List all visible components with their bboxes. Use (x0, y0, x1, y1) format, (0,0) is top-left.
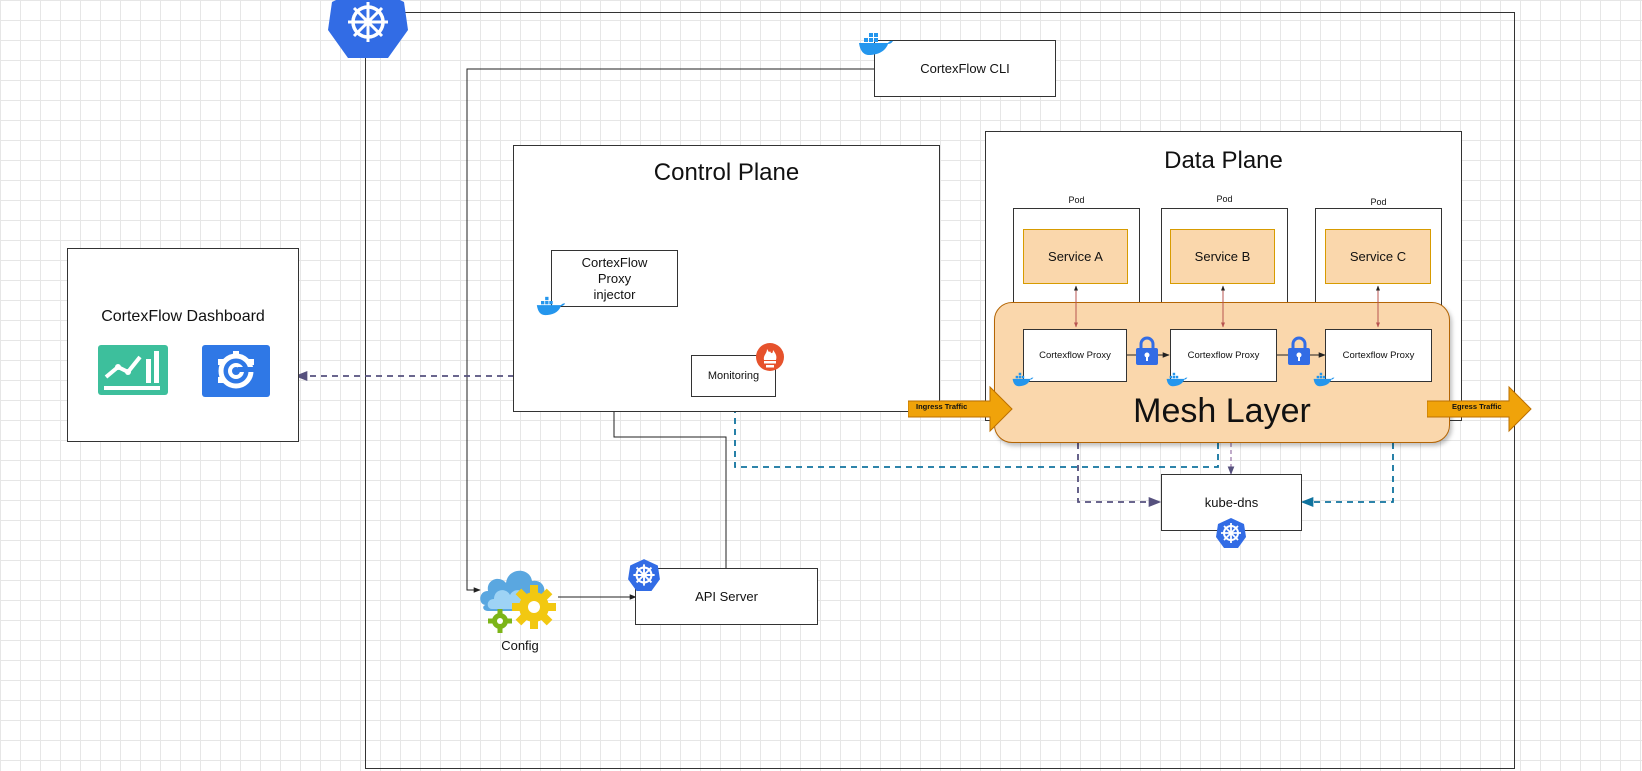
metrics-chart-icon (98, 345, 168, 395)
pod-c-label: Pod (1370, 197, 1387, 207)
service-c-label: Service C (1349, 249, 1407, 264)
config-label: Config (501, 638, 539, 653)
kube-dns-box[interactable]: kube-dns (1161, 474, 1302, 531)
docker-icon (1166, 372, 1188, 387)
docker-icon (536, 296, 566, 316)
kube-dns-label: kube-dns (1204, 495, 1259, 510)
ingress-label: Ingress Traffic (916, 402, 968, 411)
service-a[interactable]: Service A (1023, 229, 1128, 284)
dashboard-title: CortexFlow Dashboard (101, 308, 265, 325)
proxy-a[interactable]: Cortexflow Proxy (1023, 329, 1127, 382)
service-a-label: Service A (1048, 249, 1103, 264)
injector-line-3: injector (593, 287, 636, 302)
proxy-b[interactable]: Cortexflow Proxy (1170, 329, 1277, 382)
pod-b-label: Pod (1216, 194, 1233, 204)
kubernetes-icon (628, 559, 660, 591)
docker-icon (859, 33, 893, 55)
egress-arrow (1427, 385, 1532, 433)
monitoring-label: Monitoring (707, 370, 760, 382)
lock-icon (1288, 336, 1310, 365)
prometheus-icon (756, 343, 784, 371)
service-b[interactable]: Service B (1170, 229, 1275, 284)
cluster-frame (365, 12, 1515, 769)
proxy-c[interactable]: Cortexflow Proxy (1325, 329, 1432, 382)
egress-label: Egress Traffic (1452, 402, 1502, 411)
api-server-label: API Server (695, 589, 758, 604)
pod-a-label: Pod (1068, 195, 1085, 205)
lock-icon (1136, 336, 1158, 365)
cloud-gears-icon (480, 570, 556, 633)
mesh-layer-label: Mesh Layer (1133, 392, 1311, 430)
ingress-arrow (908, 385, 1013, 433)
service-c[interactable]: Service C (1325, 229, 1431, 284)
control-plane-title: Control Plane (653, 159, 800, 186)
cli-box[interactable]: CortexFlow CLI (874, 40, 1056, 97)
docker-icon (1313, 372, 1335, 387)
data-plane-title: Data Plane (1164, 147, 1283, 174)
proxy-b-label: Cortexflow Proxy (1187, 350, 1260, 361)
proxy-c-label: Cortexflow Proxy (1342, 350, 1415, 361)
service-b-label: Service B (1194, 249, 1251, 264)
injector-line-2: Proxy (597, 271, 632, 286)
grafana-icon (202, 345, 270, 397)
kubernetes-icon (328, 0, 408, 58)
proxy-a-label: Cortexflow Proxy (1039, 350, 1111, 361)
injector-line-1: CortexFlow (581, 255, 648, 270)
proxy-injector-box[interactable]: CortexFlow Proxy injector (551, 250, 678, 307)
kubernetes-icon (1216, 518, 1246, 548)
docker-icon (1012, 372, 1034, 387)
cli-label: CortexFlow CLI (920, 61, 1010, 76)
api-server-box[interactable]: API Server (635, 568, 818, 625)
